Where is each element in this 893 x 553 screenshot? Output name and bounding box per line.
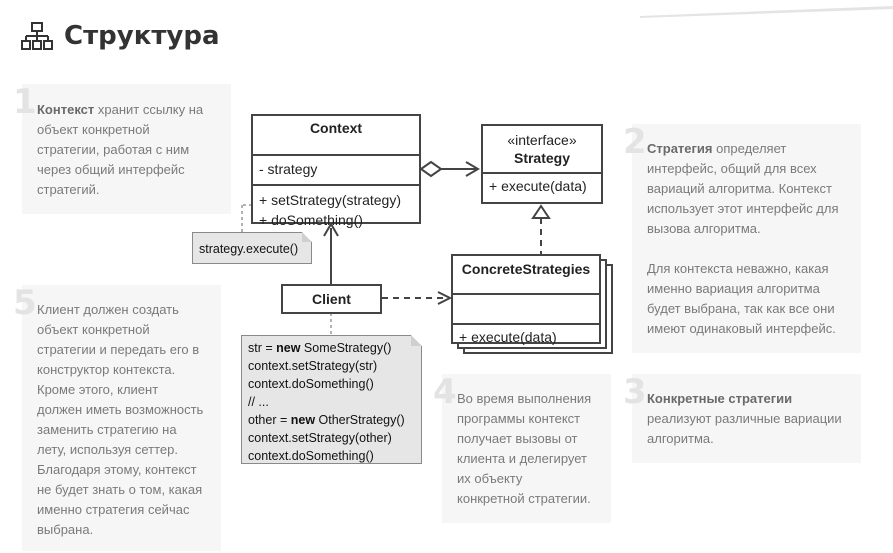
- class-fields-empty: [453, 293, 599, 323]
- note-1: 1 Контекст хранит ссылку на объект конкр…: [13, 84, 231, 214]
- code-line: // ...: [248, 395, 269, 409]
- method: + setStrategy(strategy): [259, 192, 402, 208]
- code-line: context.doSomething(): [248, 449, 374, 463]
- note-bold: Конкретные стратегии: [647, 391, 793, 406]
- page-heading: Структура: [20, 16, 220, 56]
- client-class: Client: [281, 284, 382, 314]
- note-4: 4 Во время выполнения программы контекст…: [433, 374, 611, 523]
- code-note-client: str = new SomeStrategy() context.setStra…: [241, 335, 422, 464]
- note-number: 4: [433, 372, 457, 412]
- note-3: 3 Конкретные стратегии реализуют различн…: [623, 374, 861, 463]
- code-line: other = new OtherStrategy(): [248, 413, 405, 427]
- note-5: 5 Клиент должен создать объект конкретно…: [13, 285, 221, 551]
- context-class: Context - strategy + setStrategy(strateg…: [251, 114, 421, 228]
- interface-stereotype: «interface»: [507, 132, 577, 148]
- class-method: + execute(data): [483, 172, 601, 196]
- code-line: str = new SomeStrategy(): [248, 341, 392, 355]
- code-note-execute: strategy.execute(): [192, 232, 312, 264]
- structure-icon: [21, 22, 53, 50]
- code-note-fold: [302, 232, 312, 242]
- code-note-fold: [411, 335, 422, 346]
- client-strategies-arrowhead: [437, 291, 453, 305]
- note-2: 2 Стратегия определяет интерфейс, общий …: [623, 124, 861, 353]
- concrete-strategies-class: ConcreteStrategies + execute(data): [451, 254, 601, 347]
- code-line: context.setStrategy(str): [248, 359, 378, 373]
- class-field: - strategy: [253, 154, 419, 184]
- class-method: + execute(data): [453, 323, 599, 347]
- class-name: ConcreteStrategies: [461, 261, 591, 277]
- class-name: Strategy: [513, 150, 571, 166]
- realization-triangle: [531, 204, 551, 219]
- client-context-arrowhead: [323, 222, 339, 237]
- code-line: context.setStrategy(other): [248, 431, 392, 445]
- note-number: 1: [13, 82, 37, 122]
- page-title: Структура: [64, 21, 220, 51]
- note-bold: Стратегия: [647, 141, 713, 156]
- note-bold: Контекст: [37, 102, 95, 117]
- class-methods: + setStrategy(strategy) + doSomething(): [253, 184, 419, 232]
- note-number: 3: [623, 372, 647, 412]
- class-name: Context: [309, 120, 363, 136]
- strategy-interface: «interface» Strategy + execute(data): [481, 124, 603, 204]
- code-line: context.doSomething(): [248, 377, 374, 391]
- aggregation-diamond: [419, 160, 443, 178]
- class-name: Client: [312, 291, 351, 307]
- method: + doSomething(): [259, 212, 363, 228]
- aggregation-arrowhead: [465, 161, 480, 177]
- note-number: 2: [623, 122, 647, 162]
- top-divider: [640, 6, 893, 18]
- note-number: 5: [13, 283, 37, 323]
